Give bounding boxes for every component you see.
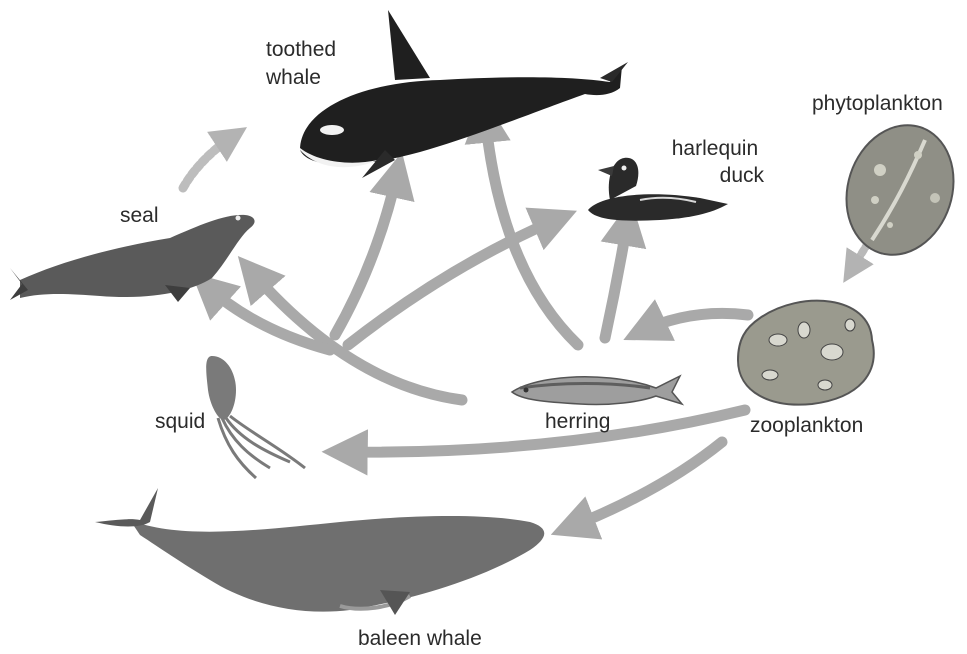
label-toothed-whale: toothed whale bbox=[265, 38, 342, 89]
arrow-zooplankton-to-herring bbox=[640, 313, 748, 332]
harlequin-duck-illustration bbox=[588, 158, 728, 221]
label-phytoplankton: phytoplankton bbox=[812, 92, 943, 115]
arrow-zooplankton-to-squid bbox=[340, 410, 745, 452]
label-harlequin-duck-line1: harlequin bbox=[672, 137, 758, 160]
squid-illustration bbox=[206, 356, 305, 478]
label-baleen-whale: baleen whale bbox=[358, 627, 482, 650]
herring-illustration bbox=[512, 376, 682, 405]
label-harlequin-duck: harlequin duck bbox=[672, 137, 765, 187]
arrow-zooplankton-to-baleen-whale bbox=[568, 442, 722, 528]
zooplankton-illustration bbox=[738, 301, 874, 405]
label-squid: squid bbox=[155, 410, 205, 433]
label-seal: seal bbox=[120, 204, 159, 227]
label-herring: herring bbox=[545, 410, 610, 433]
toothed-whale-illustration bbox=[300, 10, 628, 178]
arrow-herring-to-harlequin-duck bbox=[605, 218, 628, 338]
arrow-seal-to-toothed-whale bbox=[183, 135, 235, 188]
label-harlequin-duck-line2: duck bbox=[720, 164, 765, 187]
baleen-whale-illustration bbox=[95, 488, 544, 615]
phytoplankton-illustration bbox=[830, 111, 967, 269]
label-zooplankton: zooplankton bbox=[750, 414, 863, 437]
label-toothed-whale-line1: toothed bbox=[266, 38, 336, 61]
label-toothed-whale-line2: whale bbox=[265, 66, 321, 89]
